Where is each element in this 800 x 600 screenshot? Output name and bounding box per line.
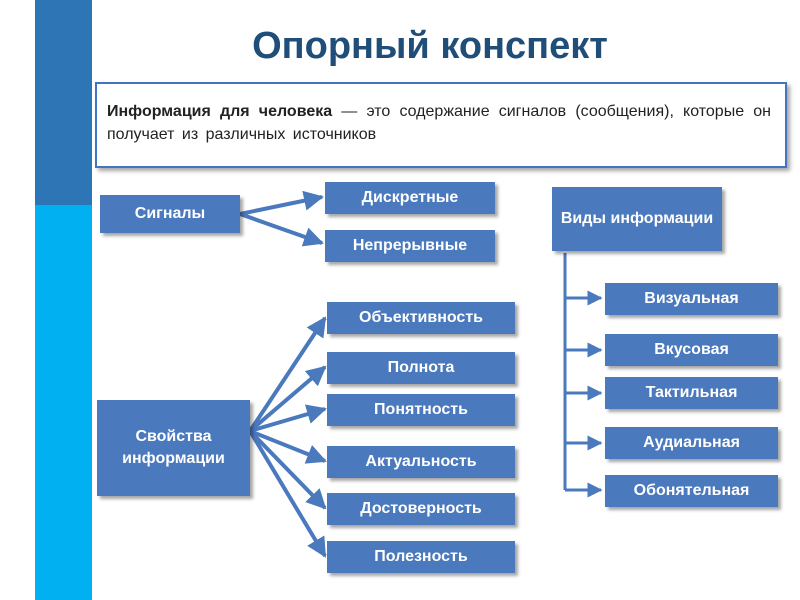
definition-text: — это содержание сигналов (сообщения), к… [107, 103, 771, 143]
signals-box: Сигналы [100, 195, 240, 233]
property-item: Объективность [327, 302, 515, 334]
properties-box: Свойства информации [97, 400, 250, 496]
arrow-property-3 [249, 404, 327, 433]
definition-term: Информация для человека [107, 103, 333, 120]
signal-type-discrete: Дискретные [325, 182, 495, 214]
arrow-signals-continuous [239, 212, 324, 247]
property-item: Актуальность [327, 446, 515, 478]
kind-item: Обонятельная [605, 475, 778, 507]
property-item: Полнота [327, 352, 515, 384]
arrow-property-5 [248, 429, 327, 510]
property-item: Полезность [327, 541, 515, 573]
arrow-property-1 [248, 316, 327, 433]
arrow-property-6 [248, 429, 327, 558]
kinds-box: Виды информации [552, 187, 722, 251]
property-item: Понятность [327, 394, 515, 426]
kind-item: Аудиальная [605, 427, 778, 459]
arrow-property-2 [248, 365, 327, 433]
arrow-signals-discrete [239, 190, 324, 216]
kind-item: Визуальная [605, 283, 778, 315]
property-item: Достоверность [327, 493, 515, 525]
page-title: Опорный конспект [252, 25, 608, 67]
definition-box: Информация для человека — это содержание… [95, 82, 787, 168]
kind-item: Вкусовая [605, 334, 778, 366]
side-stripe-dark [35, 0, 92, 205]
kind-item: Тактильная [605, 377, 778, 409]
signal-type-continuous: Непрерывные [325, 230, 495, 262]
side-stripe-light [35, 205, 92, 600]
arrow-property-4 [249, 429, 327, 464]
